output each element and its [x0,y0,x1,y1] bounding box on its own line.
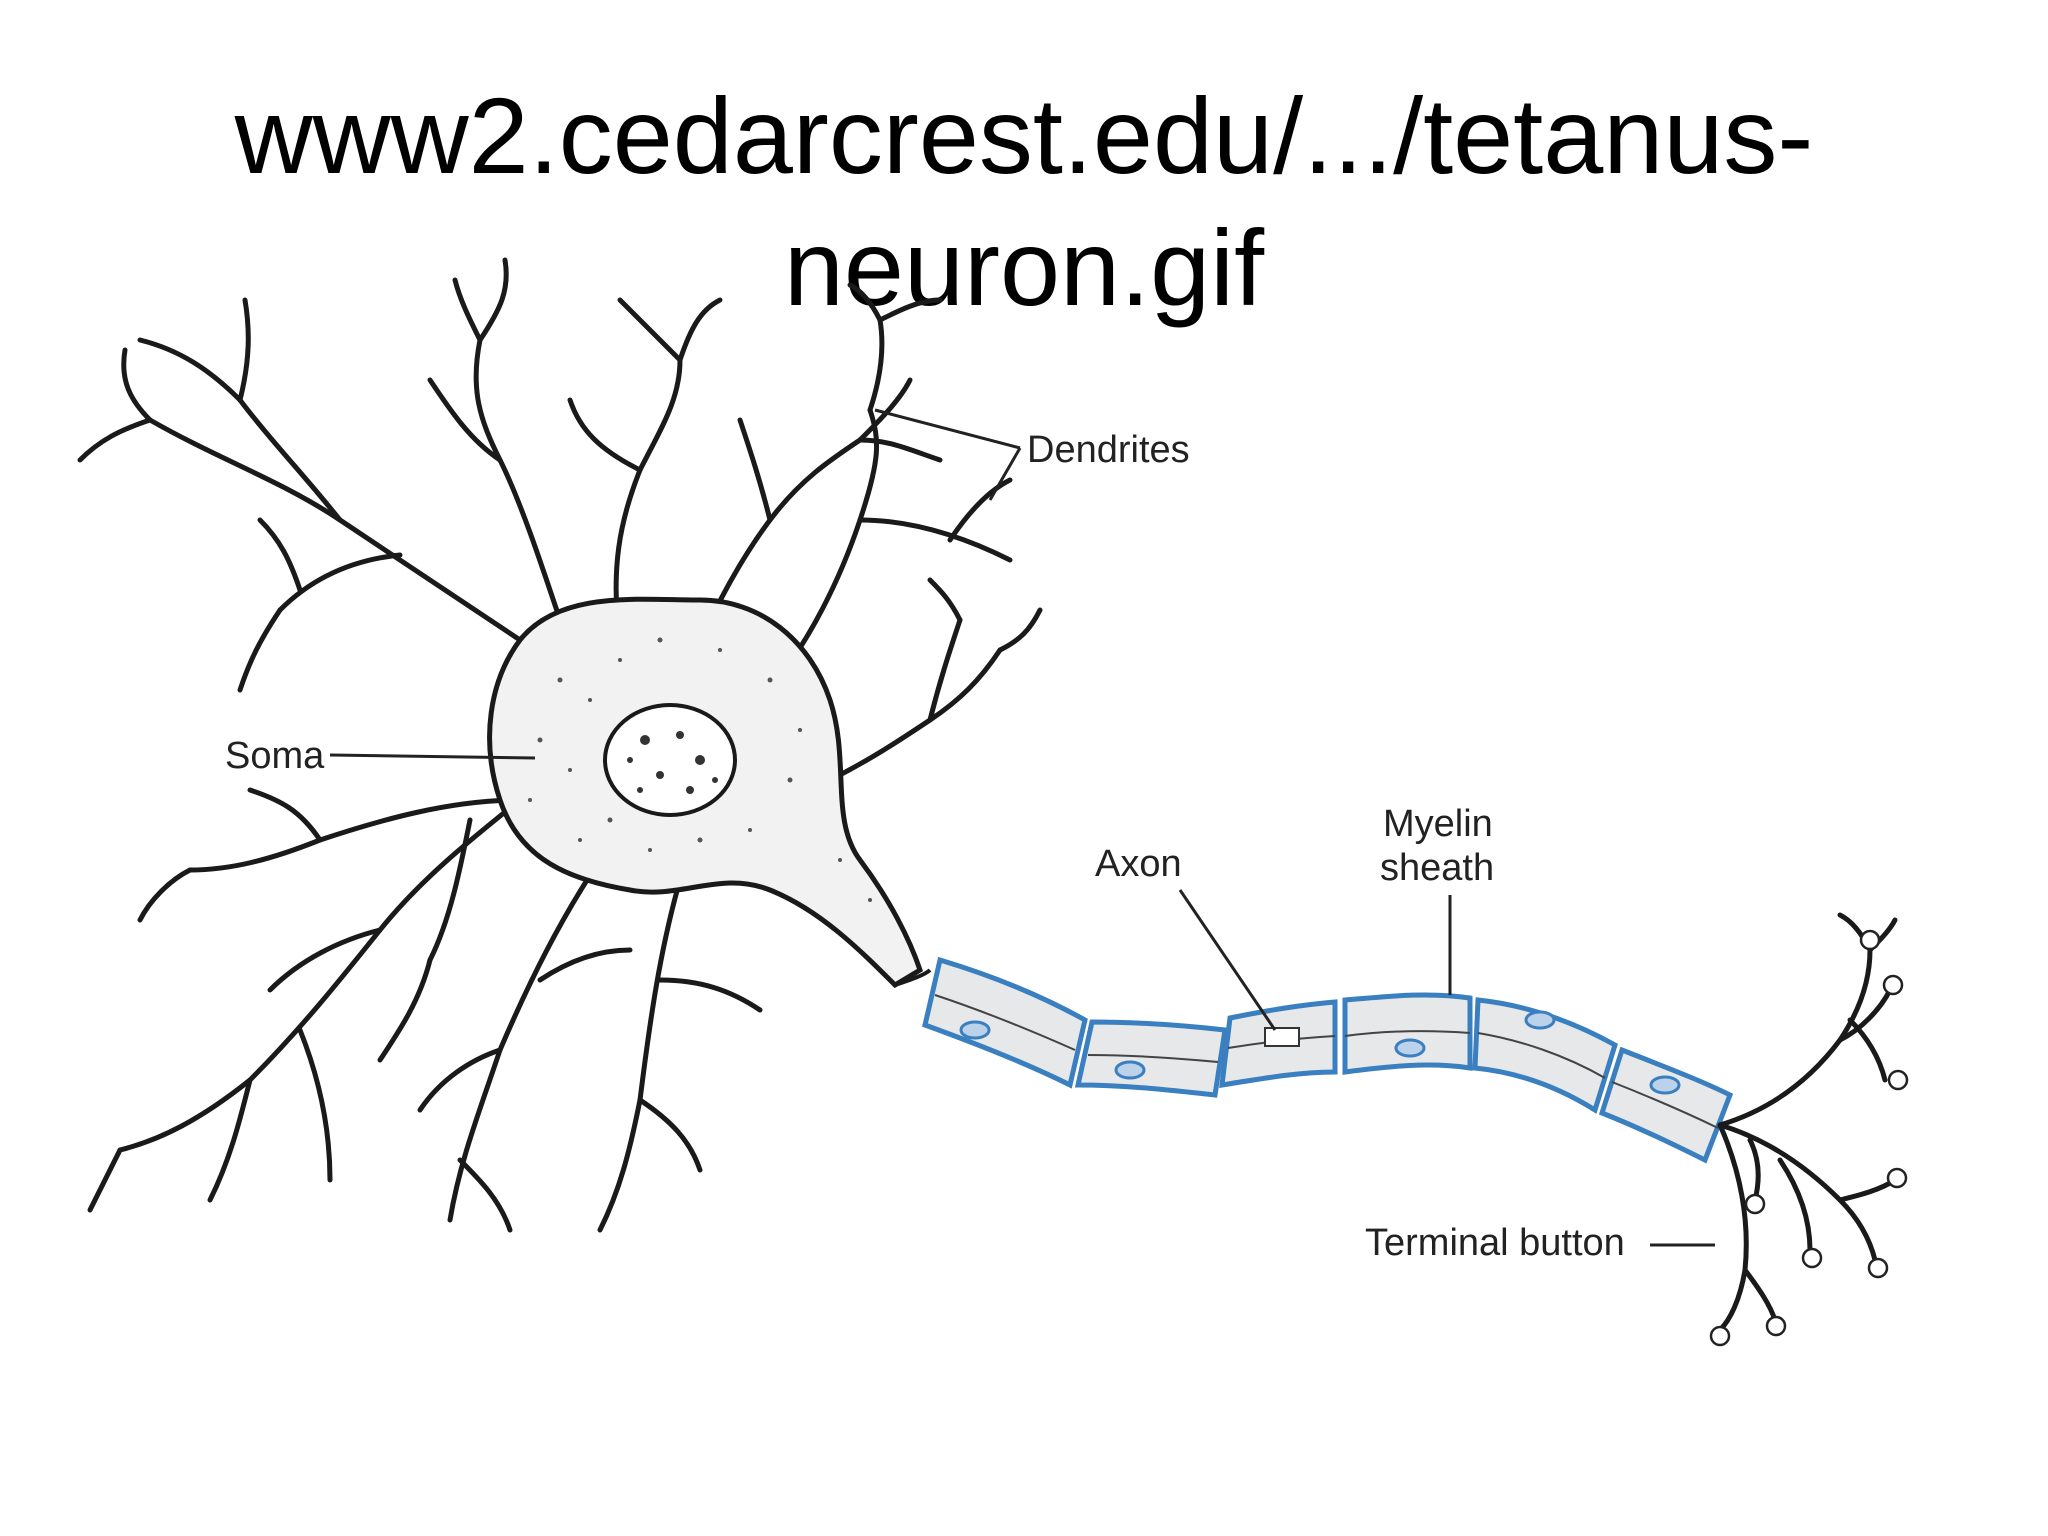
dendrites-bottom [377,817,763,1233]
slide-title: www2.cedarcrest.edu/.../tetanus- neuron.… [0,70,2048,334]
dendrites-leader [874,408,1021,450]
dendrites-lower-left [87,787,523,1213]
soma-stipple [528,637,872,902]
soma-label: Soma [225,735,325,777]
slide-title-line-2: neuron.gif [783,207,1265,328]
leader-lines [329,408,1715,1247]
myelin-segment [1598,1046,1734,1164]
axon-label: Axon [1095,843,1182,885]
myelin-segment [1074,1019,1228,1098]
terminal-button-label: Terminal button [1365,1222,1625,1264]
dendrites-upper-left [77,297,523,693]
axon-leader [1178,889,1277,1031]
myelin-sheath-label-line-2: sheath [1380,847,1494,889]
myelin-segment [1472,997,1618,1114]
myelin-sheath-label-line-1: Myelin [1383,803,1493,845]
myelin-segment [922,956,1088,1089]
nucleus [603,703,737,817]
myelin-segment [1219,999,1338,1089]
dendrites-leader [988,447,1022,501]
slide-title-line-1: www2.cedarcrest.edu/.../tetanus- [234,75,1814,196]
dendrites-upper-right [767,282,1013,693]
myelin-sheath [922,956,1734,1164]
myelin-segment [1342,992,1473,1075]
dendrites-top [427,257,943,643]
dendrites-right [827,577,1043,783]
soma-leader [329,753,536,760]
dendrites-label: Dendrites [1027,429,1190,471]
nucleus-texture [627,731,718,794]
axon-hillock [894,968,932,987]
terminal-buttons [1709,929,1909,1347]
